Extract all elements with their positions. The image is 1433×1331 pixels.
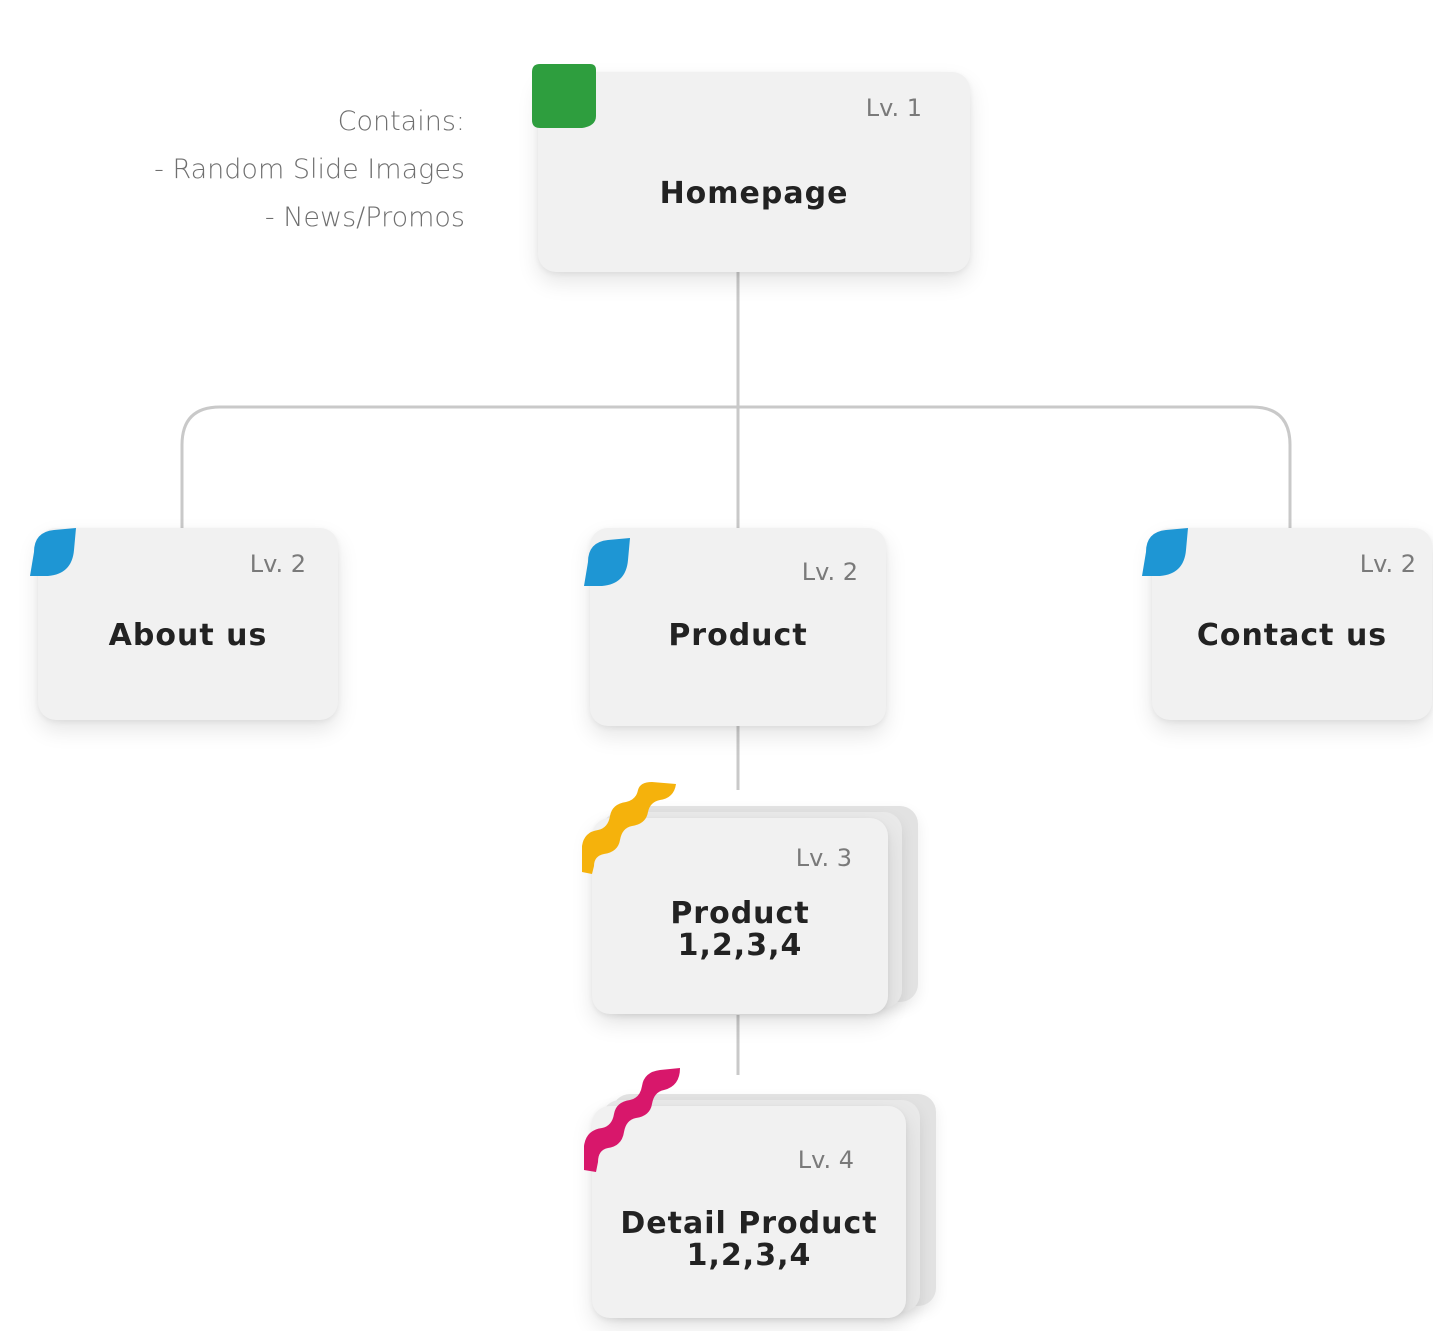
level-label: Lv. 3 [795, 844, 852, 872]
node-product-list[interactable]: Lv. 3 Product 1,2,3,4 [592, 818, 888, 1014]
blue-leaf-icon [30, 528, 76, 576]
node-product[interactable]: Lv. 2 Product [590, 528, 886, 726]
node-title: Homepage [659, 176, 849, 211]
magenta-wave-icon [584, 1068, 680, 1172]
node-title: Contact us [1196, 618, 1388, 653]
note-item: - News/Promos [264, 202, 465, 233]
note-item: - Random Slide Images [154, 154, 465, 185]
node-title: About us [108, 618, 268, 653]
level-label: Lv. 2 [249, 550, 306, 578]
yellow-wave-icon [582, 782, 676, 874]
node-homepage[interactable]: Lv. 1 Homepage [538, 72, 970, 272]
level-label: Lv. 2 [1359, 550, 1416, 578]
blue-leaf-icon [584, 538, 630, 586]
node-title: Detail Product 1,2,3,4 [620, 1206, 878, 1273]
node-title: Product [668, 618, 808, 653]
level-label: Lv. 1 [865, 94, 922, 122]
level-label: Lv. 4 [797, 1146, 854, 1174]
node-contact-us[interactable]: Lv. 2 Contact us [1152, 528, 1432, 720]
node-about-us[interactable]: Lv. 2 About us [38, 528, 338, 720]
green-square-icon [532, 64, 596, 128]
node-detail-product[interactable]: Lv. 4 Detail Product 1,2,3,4 [592, 1106, 906, 1318]
note-heading: Contains: [337, 106, 465, 137]
level-label: Lv. 2 [801, 558, 858, 586]
blue-leaf-icon [1142, 528, 1188, 576]
homepage-contents-note: Contains: - Random Slide Images - News/P… [154, 98, 465, 242]
connector-horizontal [180, 405, 1292, 530]
node-title: Product 1,2,3,4 [670, 896, 810, 963]
